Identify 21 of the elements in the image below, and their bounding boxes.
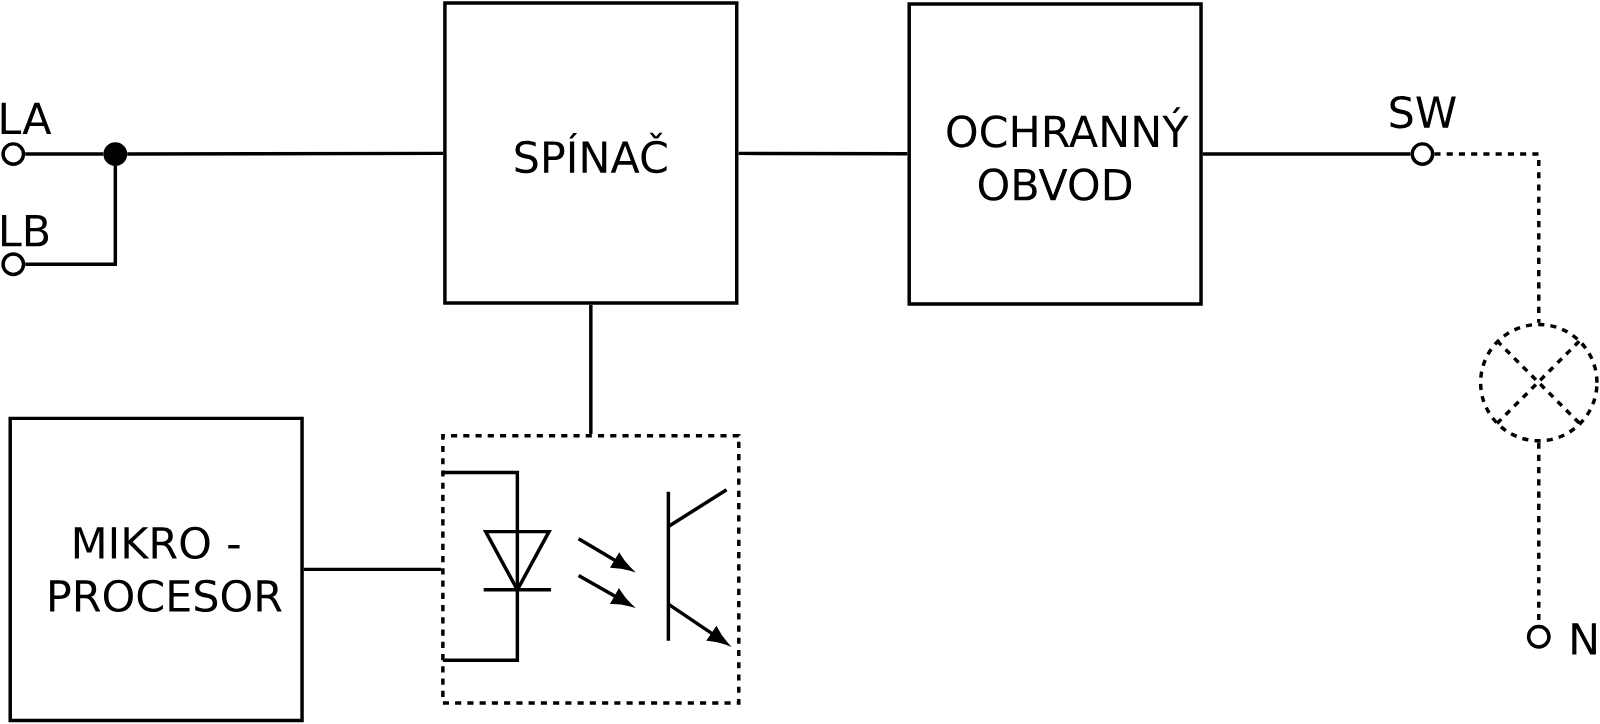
connector-line xyxy=(589,304,593,434)
terminal-label: SW xyxy=(1390,95,1456,129)
terminal-circle xyxy=(1,141,26,166)
lamp-symbol xyxy=(1478,322,1599,443)
terminal-circle xyxy=(1410,141,1435,166)
block-box: OCHRANNÝ OBVOD xyxy=(907,2,1203,306)
connector-line xyxy=(1434,152,1541,323)
block-box: MIKRO - PROCESOR xyxy=(8,416,304,722)
connector-line xyxy=(25,165,118,266)
terminal-label: N xyxy=(1572,622,1596,655)
connector-line xyxy=(1202,152,1411,156)
connector-line xyxy=(127,151,444,156)
block-box: SPÍNAČ xyxy=(443,1,739,305)
terminal-label: LA xyxy=(1,102,52,134)
terminal-label: LB xyxy=(2,214,49,246)
connector-line xyxy=(303,567,442,571)
terminal-circle xyxy=(1526,624,1551,649)
terminal-circle xyxy=(1,252,26,276)
junction-dot xyxy=(103,141,128,166)
connector-line xyxy=(25,152,104,156)
connector-line xyxy=(738,151,908,156)
